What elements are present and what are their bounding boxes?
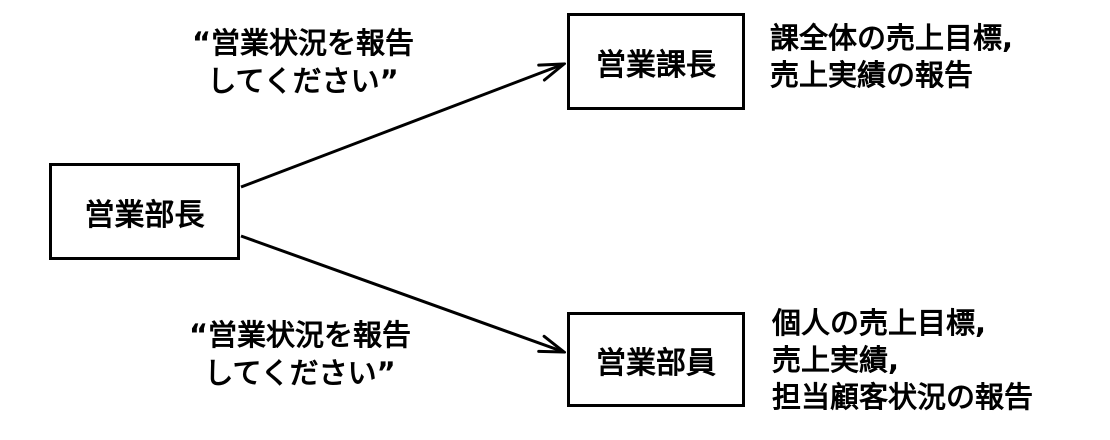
- annotation-staff-line3: 担当顧客状況の報告: [772, 380, 1034, 414]
- node-label-sales-section-chief: 営業課長: [596, 47, 716, 83]
- annotation-section-chief-report: 課全体の売上目標, 売上実績の報告: [770, 20, 1013, 94]
- annotation-staff-report: 個人の売上目標, 売上実績, 担当顧客状況の報告: [772, 305, 1033, 416]
- edge-label-top-line2: してください”: [207, 64, 399, 98]
- edge-label-top-line1: “営業状況を報告: [191, 26, 415, 60]
- node-label-sales-staff-member: 営業部員: [596, 345, 716, 381]
- arrow-to-staff: [240, 234, 564, 352]
- node-sales-department-manager: 営業部長: [49, 163, 240, 260]
- annotation-staff-line2: 売上実績,: [772, 343, 900, 377]
- edge-label-bottom-line2: してください”: [204, 356, 396, 390]
- arrow-to-section-chief: [240, 64, 564, 189]
- edge-label-report-request-top: “営業状況を報告 してください”: [153, 24, 453, 100]
- node-sales-section-chief: 営業課長: [567, 13, 745, 110]
- annotation-staff-line1: 個人の売上目標,: [772, 306, 987, 340]
- annotation-section-chief-line1: 課全体の売上目標,: [770, 21, 1014, 55]
- annotation-section-chief-line2: 売上実績の報告: [770, 58, 974, 92]
- edge-label-report-request-bottom: “営業状況を報告 してください”: [150, 316, 450, 392]
- node-label-sales-department-manager: 営業部長: [84, 197, 205, 233]
- edge-label-bottom-line1: “営業状況を報告: [188, 318, 412, 352]
- node-sales-staff-member: 営業部員: [567, 312, 745, 407]
